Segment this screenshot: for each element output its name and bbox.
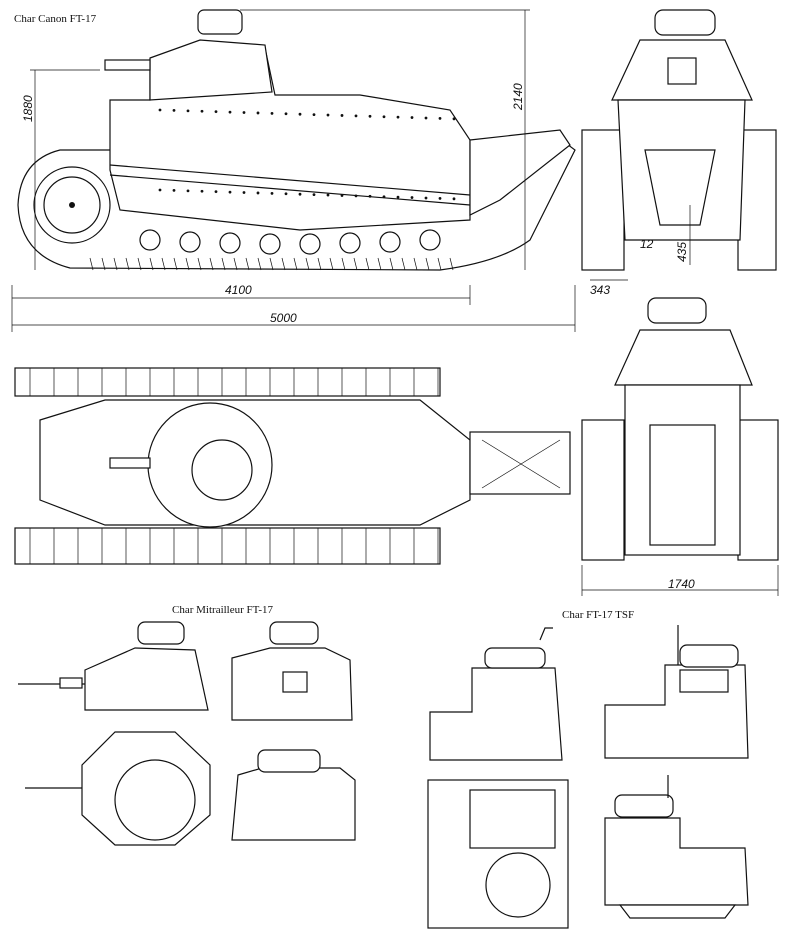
height-hull-dimension: 1880	[21, 95, 35, 122]
cupola-side	[197, 9, 243, 35]
right-track-front	[737, 129, 777, 271]
tsf-side-view	[429, 627, 563, 761]
mitrailleur-turret-rear	[231, 749, 356, 841]
track-width-dimension: 343	[590, 283, 610, 297]
hull-front	[617, 99, 746, 241]
mitrailleur-title: Char Mitrailleur FT-17	[172, 604, 274, 616]
mitrailleur-turret-front	[231, 621, 353, 721]
left-track-front	[581, 129, 625, 271]
front-view-cannon-tank	[581, 9, 777, 271]
side-view-dimensions	[11, 9, 576, 332]
turret-side	[149, 39, 273, 101]
lower-track-top	[14, 527, 441, 565]
length-total-dimension: 5000	[270, 311, 297, 325]
upper-track-top	[14, 367, 441, 397]
front-view-dimensions	[590, 205, 691, 281]
tsf-rear-view	[604, 775, 749, 919]
length-tracks-dimension: 4100	[225, 283, 252, 297]
width-total-dimension: 1740	[668, 577, 695, 591]
left-track-rear	[581, 419, 625, 561]
rear-view-dimensions	[581, 565, 779, 596]
track-link-dimension: 12	[640, 237, 654, 251]
turret-top	[147, 402, 273, 528]
tsf-top-view	[427, 779, 569, 929]
mitrailleur-turret-top	[25, 731, 211, 846]
turret-rear	[614, 329, 753, 386]
right-track-rear	[737, 419, 779, 561]
height-total-dimension: 2140	[511, 83, 525, 111]
tail-skid	[469, 129, 571, 216]
tsf-front-view	[604, 625, 749, 759]
side-view-cannon-tank	[17, 9, 576, 271]
top-view-cannon-tank	[14, 367, 571, 565]
cupola-front	[654, 9, 716, 36]
mitrailleur-turret-side	[18, 621, 209, 711]
cannon-tank-title: Char Canon FT-17	[14, 13, 97, 25]
cupola-top	[191, 439, 253, 501]
rear-view-cannon-tank	[581, 297, 779, 561]
tsf-title: Char FT-17 TSF	[562, 609, 634, 621]
gun-barrel-side	[104, 59, 151, 71]
cupola-rear	[647, 297, 707, 324]
ground-clearance-dimension: 435	[675, 242, 689, 262]
hull-rear	[624, 384, 741, 556]
